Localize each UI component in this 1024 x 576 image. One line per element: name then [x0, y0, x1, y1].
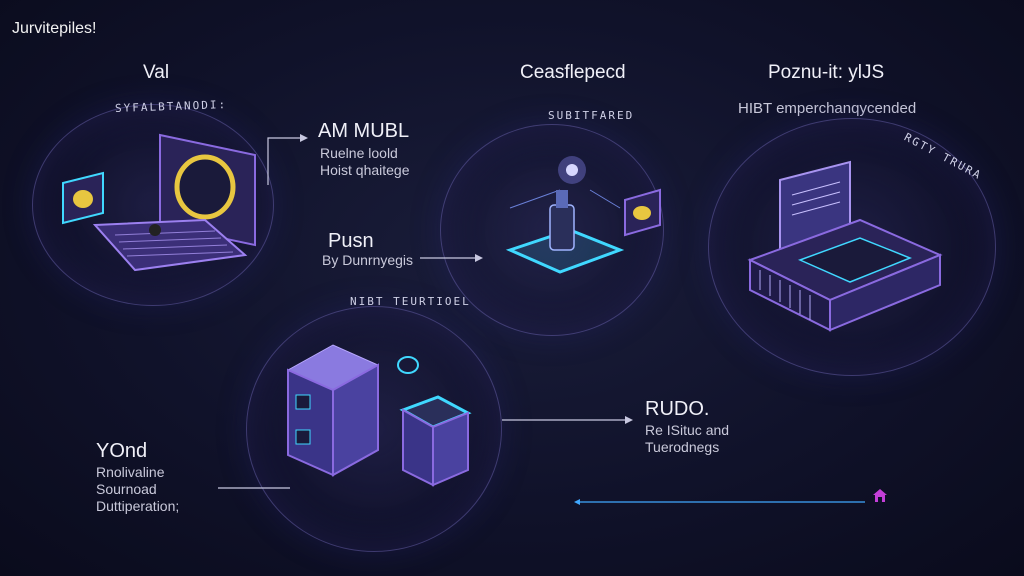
yond-line2: Sournoad [96, 481, 157, 497]
am-line2: Hoist qhaitege [320, 162, 410, 178]
column-subheading-3: HIBT emperchanqycended [738, 100, 917, 117]
storage-illustration [286, 344, 472, 487]
yond-line1: Rnolivaline [96, 464, 165, 480]
home-icon[interactable] [872, 488, 888, 504]
page-title: Jurvitepiles! [12, 20, 97, 37]
chip-arc-label: SUBITFARED [548, 109, 635, 122]
column-heading-2: Ceasflepecd [520, 62, 626, 83]
am-line1: Ruelne loold [320, 145, 398, 161]
yond-title: YOnd [96, 440, 148, 462]
yond-line3: Duttiperation; [96, 498, 180, 514]
server-illustration [747, 160, 943, 332]
chip-illustration [505, 156, 661, 274]
storage-arc-label: NIBT TEURTIOEL [350, 295, 471, 308]
laptop-illustration [62, 133, 256, 272]
rudo-line2: Tuerodnegs [645, 439, 720, 455]
column-heading-1: Val [143, 62, 170, 83]
am-title: AM MUBL [318, 120, 410, 142]
push-title: Pusn [328, 230, 374, 252]
column-heading-3: Poznu-it: ylJS [768, 62, 885, 83]
push-line1: By Dunrnyegis [322, 252, 414, 268]
rudo-line1: Re ISituc and [645, 422, 730, 438]
rudo-title: RUDO. [645, 398, 710, 420]
